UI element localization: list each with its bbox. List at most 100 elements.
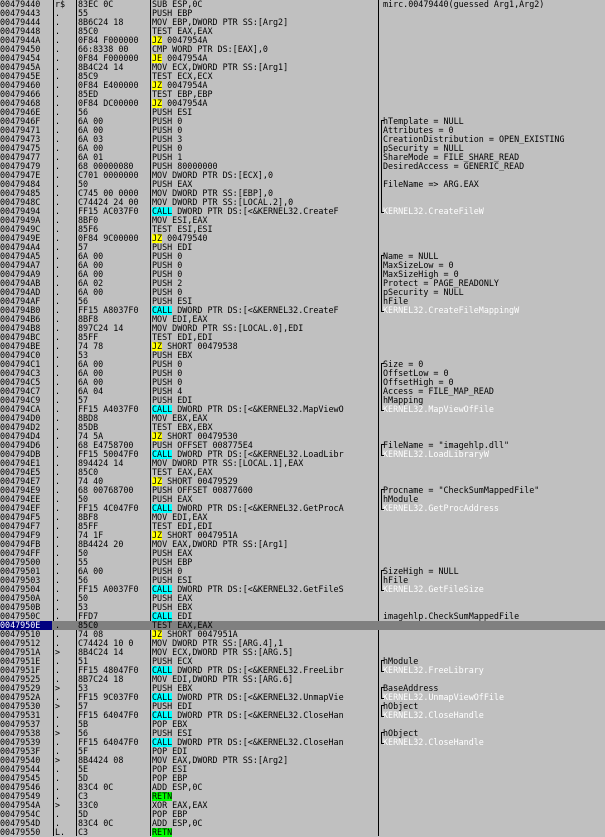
call-mnemonic: CALL <box>152 306 173 315</box>
instruction-operand: DWORD PTR DS:[<&KERNEL32.GetFileS <box>172 585 344 594</box>
call-mnemonic: CALL <box>152 405 173 414</box>
comment-cell: KERNEL32.CreateFileW <box>383 207 484 216</box>
address-cell: 004794B6 <box>0 315 41 324</box>
address-cell: 00479537 <box>0 720 41 729</box>
